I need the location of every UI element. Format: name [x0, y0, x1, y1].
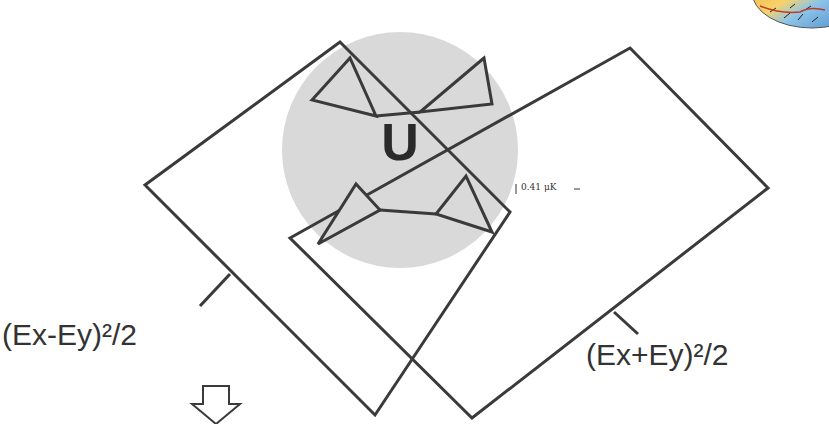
term-label: (Ex-Ey)²/2: [2, 318, 137, 352]
term-label: (Ex+Ey)²/2: [586, 338, 729, 372]
scale-label: 0.41 μK: [521, 182, 556, 192]
triangle: [318, 184, 380, 244]
leader-line: [614, 312, 638, 334]
leader-line: [200, 274, 230, 306]
node-text: U: [381, 112, 419, 172]
inner-wires: [376, 112, 436, 214]
triangle: [420, 58, 492, 112]
down-arrow: [192, 386, 240, 424]
sky-map: [752, 0, 829, 28]
right-loop: [290, 48, 768, 418]
triangle: [436, 176, 492, 232]
scale-dash: [574, 189, 580, 190]
triangles: [312, 58, 492, 244]
left-loop: [145, 42, 510, 415]
triangle: [312, 58, 376, 116]
scale-tick: [516, 184, 517, 194]
